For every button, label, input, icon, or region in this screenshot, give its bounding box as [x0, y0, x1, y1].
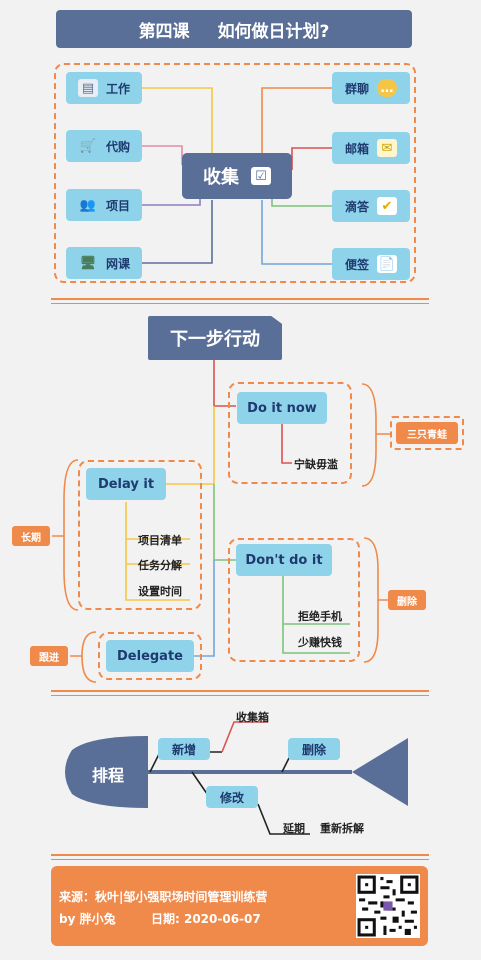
- collect-section: [54, 63, 416, 283]
- collect-hub-label: 收集: [203, 167, 239, 188]
- collect-item-label: 便签: [344, 257, 369, 272]
- fishbone-inbox: 收集箱: [236, 711, 269, 724]
- team-icon: 👥: [79, 197, 97, 213]
- collect-item-purchase: 🛒 代购: [66, 130, 142, 162]
- do-it-now-group: [228, 382, 352, 484]
- fishbone-modify: 修改: [206, 786, 258, 808]
- footer-source: 来源：秋叶|邹小强职场时间管理训练营: [59, 890, 268, 904]
- delegate-label: Delegate: [117, 648, 183, 664]
- collect-item-label: 工作: [105, 81, 130, 96]
- long-term-badge: 长期: [12, 526, 50, 546]
- dont-do-it-label: Don't do it: [245, 552, 323, 568]
- fishbone-modify-label: 修改: [219, 790, 244, 805]
- fish-head: [65, 736, 148, 808]
- qr-code-icon: [356, 874, 420, 938]
- frogs-badge: 三只青蛙: [396, 422, 458, 444]
- fishbone-new: 新增: [158, 738, 210, 760]
- fishbone-rebreak: 重新拆解: [320, 822, 364, 835]
- collect-item-project: 👥 项目: [66, 189, 142, 221]
- section-divider: [51, 859, 429, 860]
- fishbone-new-label: 新增: [171, 742, 196, 757]
- dont-do-it-group: [228, 538, 360, 662]
- do-it-now-tag: 三只青蛙: [390, 416, 464, 450]
- collect-item-label: 网课: [105, 256, 130, 271]
- note-icon: 📄: [377, 255, 397, 273]
- collect-item-label: 邮箱: [344, 141, 369, 156]
- page-title: 第四课 如何做日计划?: [56, 10, 412, 48]
- collect-item-ticktick: 滴答 ✔: [332, 190, 410, 222]
- delay-it-label: Delay it: [97, 476, 155, 492]
- chat-bubble-icon: …: [377, 79, 397, 97]
- section-divider: [51, 303, 429, 304]
- fishbone-head-label: 排程: [92, 766, 125, 785]
- shopping-cart-icon: 🛒: [79, 138, 97, 154]
- section-divider: [51, 695, 429, 696]
- delay-it-detail: 设置时间: [138, 585, 182, 598]
- section-divider: [51, 298, 429, 300]
- monitor-icon: 🖥: [79, 255, 97, 271]
- delay-it-group: [78, 460, 202, 610]
- collect-item-groupchat: 群聊 …: [332, 72, 410, 104]
- delete-badge: 删除: [388, 590, 426, 610]
- delay-it-detail: 项目清单: [138, 534, 182, 547]
- checklist-icon: ☑: [251, 167, 271, 185]
- collect-item-work: ▤ 工作: [66, 72, 142, 104]
- next-action-title: 下一步行动: [170, 329, 260, 350]
- lesson-title: 如何做日计划?: [217, 21, 330, 42]
- delegate-node: Delegate: [106, 640, 194, 672]
- do-it-now-label: Do it now: [247, 400, 317, 416]
- do-it-now-detail: 宁缺毋滥: [294, 458, 338, 471]
- dont-do-it-detail: 少赚快钱: [298, 636, 342, 649]
- checkmark-icon: ✔: [377, 197, 397, 215]
- fishbone-postpone: 延期: [283, 822, 305, 835]
- footer-date: 日期: 2020-06-07: [151, 912, 261, 926]
- section-divider: [51, 854, 429, 856]
- collect-item-label: 项目: [105, 198, 130, 213]
- fish-tail: [352, 738, 408, 806]
- footer-byline: by 胖小兔: [59, 912, 116, 926]
- delay-it-detail: 任务分解: [138, 559, 182, 572]
- delay-it-node: Delay it: [86, 468, 166, 500]
- fishbone-delete: 删除: [288, 738, 340, 760]
- lesson-number: 第四课: [138, 21, 190, 42]
- envelope-icon: ✉: [377, 139, 397, 157]
- collect-item-label: 滴答: [344, 199, 369, 214]
- collect-item-label: 代购: [105, 139, 130, 154]
- section-divider: [51, 690, 429, 692]
- next-action-hub: 下一步行动: [148, 316, 282, 360]
- collect-item-label: 群聊: [344, 81, 369, 96]
- collect-wires: [142, 87, 332, 265]
- dont-do-it-detail: 拒绝手机: [298, 610, 342, 623]
- do-it-now-node: Do it now: [237, 392, 327, 424]
- dont-do-it-node: Don't do it: [236, 544, 332, 576]
- collect-hub: 收集 ☑: [182, 153, 292, 199]
- collect-item-course: 🖥 网课: [66, 247, 142, 279]
- id-card-icon: ▤: [77, 79, 98, 97]
- delegate-group: [98, 632, 202, 680]
- collect-item-mail: 邮箱 ✉: [332, 132, 410, 164]
- fishbone-delete-label: 删除: [301, 742, 326, 757]
- collect-item-notes: 便签 📄: [332, 248, 410, 280]
- follow-up-badge: 跟进: [30, 646, 68, 666]
